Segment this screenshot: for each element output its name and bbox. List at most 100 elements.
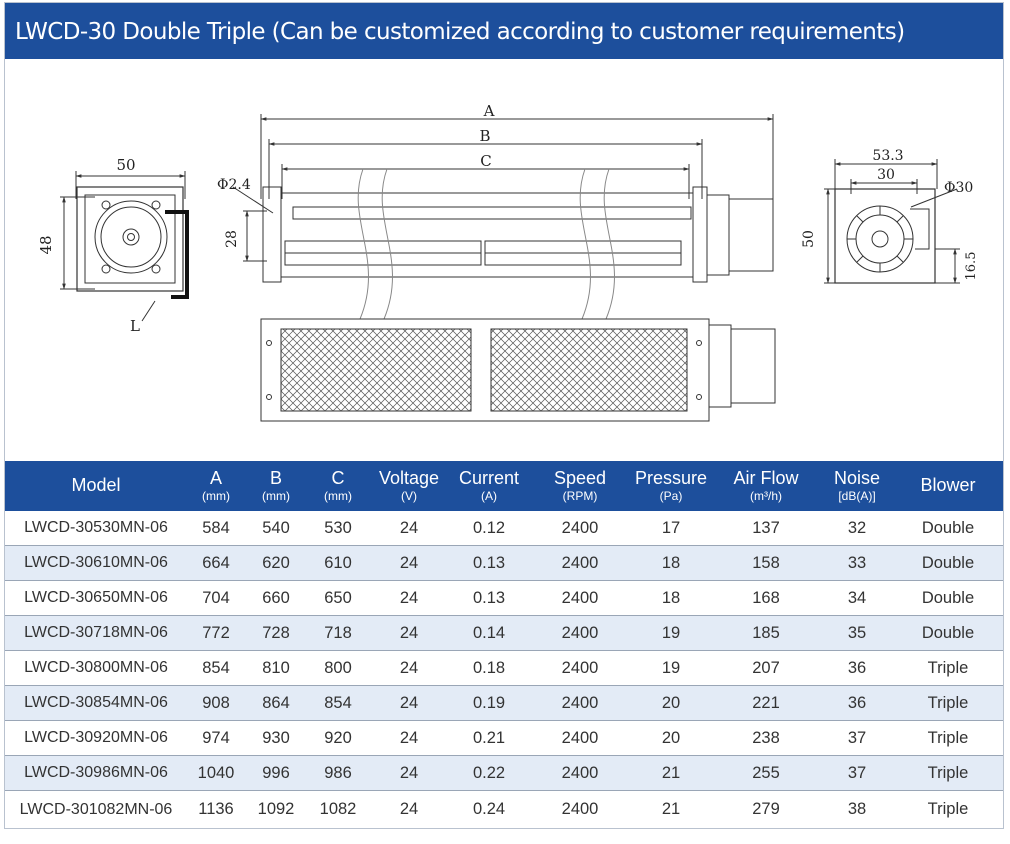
cell-air-flow: 255	[711, 755, 821, 791]
cell-air-flow: 185	[711, 615, 821, 651]
cell-pressure: 17	[631, 511, 711, 546]
cell-b: 996	[245, 755, 307, 791]
table-row: LWCD-301082MN-06 1136 1092 1082 24 0.24 2400 21…	[5, 791, 1003, 829]
cell-b: 1092	[257, 800, 295, 818]
front-view	[232, 114, 774, 320]
cell-pressure: 19	[631, 615, 711, 651]
cell-current: 0.18	[449, 650, 529, 686]
cell-air-flow: 137	[711, 511, 821, 546]
technical-drawing: 50 48 L	[5, 59, 1003, 461]
cell-voltage: 24	[399, 800, 419, 818]
cell-pressure: 20	[631, 720, 711, 756]
right-inner-width-label: 30	[877, 167, 895, 183]
cell-voltage: 24	[369, 685, 449, 721]
cell-air-flow: 168	[711, 580, 821, 616]
cell-noise: 32	[821, 511, 893, 546]
drawing-svg: 50 48 L	[37, 102, 979, 422]
cell-b: 728	[245, 615, 307, 651]
cell-blower: Triple	[893, 685, 1003, 721]
header-air-flow: Air Flow(m³/h)	[711, 461, 821, 511]
cell-noise: 36	[821, 685, 893, 721]
spec-sheet-frame: LWCD-30 Double Triple (Can be customized…	[4, 2, 1004, 829]
cell-voltage: 24	[369, 755, 449, 791]
left-width-label: 50	[116, 156, 135, 174]
cell-pressure: 21	[661, 800, 681, 818]
cell-current: 0.21	[449, 720, 529, 756]
cell-a: 772	[187, 615, 245, 651]
cell-speed: 2400	[529, 650, 631, 686]
cell-b: 810	[245, 650, 307, 686]
cell-c: 854	[307, 685, 369, 721]
page-title: LWCD-30 Double Triple (Can be customized…	[5, 3, 1003, 59]
table-header-row: Model A(mm) B(mm) C(mm) Voltage(V) Curre…	[5, 461, 1003, 511]
left-side-view	[60, 171, 189, 322]
cell-b: 930	[245, 720, 307, 756]
cell-blower: Triple	[893, 720, 1003, 756]
cell-blower: Double	[893, 615, 1003, 651]
cell-a: 854	[187, 650, 245, 686]
left-height-label: 48	[37, 235, 55, 254]
cell-model: LWCD-30650MN-06	[5, 580, 187, 616]
cell-air-flow: 158	[711, 545, 821, 581]
cell-c: 1082	[319, 800, 357, 818]
header-b: B(mm)	[245, 461, 307, 511]
cell-model: LWCD-301082MN-06	[19, 800, 173, 818]
right-width-label: 53.3	[872, 148, 903, 164]
cell-a: 908	[187, 685, 245, 721]
cell-speed: 2400	[529, 755, 631, 791]
header-a: A(mm)	[187, 461, 245, 511]
cell-speed: 2400	[561, 800, 599, 818]
cell-a: 664	[187, 545, 245, 581]
cell-speed: 2400	[529, 580, 631, 616]
cell-a: 584	[187, 511, 245, 546]
cell-noise: 33	[821, 545, 893, 581]
cell-pressure: 20	[631, 685, 711, 721]
header-current: Current(A)	[449, 461, 529, 511]
header-pressure: Pressure(Pa)	[631, 461, 711, 511]
cell-voltage: 24	[369, 720, 449, 756]
cell-speed: 2400	[529, 511, 631, 546]
cell-noise: 35	[821, 615, 893, 651]
header-model: Model	[5, 461, 187, 511]
cell-speed: 2400	[529, 615, 631, 651]
cell-pressure: 21	[631, 755, 711, 791]
cell-current: 0.12	[449, 511, 529, 546]
cell-pressure: 19	[631, 650, 711, 686]
cell-blower: Double	[893, 545, 1003, 581]
cell-speed: 2400	[529, 685, 631, 721]
right-side-view	[824, 159, 960, 284]
dimension-a-label: A	[483, 102, 495, 120]
cell-c: 718	[307, 615, 369, 651]
cell-voltage: 24	[369, 545, 449, 581]
cell-a: 1136	[198, 800, 234, 818]
front-height-label: 28	[224, 230, 240, 248]
cell-model: LWCD-30530MN-06	[5, 511, 187, 546]
dimension-c-label: C	[480, 152, 491, 170]
cell-c: 530	[307, 511, 369, 546]
cell-air-flow: 221	[711, 685, 821, 721]
bottom-view	[260, 318, 776, 422]
cell-b: 620	[245, 545, 307, 581]
cell-voltage: 24	[369, 615, 449, 651]
cell-noise: 37	[821, 720, 893, 756]
cell-b: 660	[245, 580, 307, 616]
cell-speed: 2400	[529, 545, 631, 581]
cell-model: LWCD-30800MN-06	[5, 650, 187, 686]
cell-b: 540	[245, 511, 307, 546]
right-offset-label: 16.5	[964, 252, 979, 281]
cell-model: LWCD-30854MN-06	[5, 685, 187, 721]
cell-voltage: 24	[369, 580, 449, 616]
header-speed: Speed(RPM)	[529, 461, 631, 511]
dimension-b-label: B	[479, 127, 490, 145]
cell-model: LWCD-30610MN-06	[5, 545, 187, 581]
header-voltage: Voltage(V)	[369, 461, 449, 511]
cell-current: 0.24	[472, 800, 506, 818]
